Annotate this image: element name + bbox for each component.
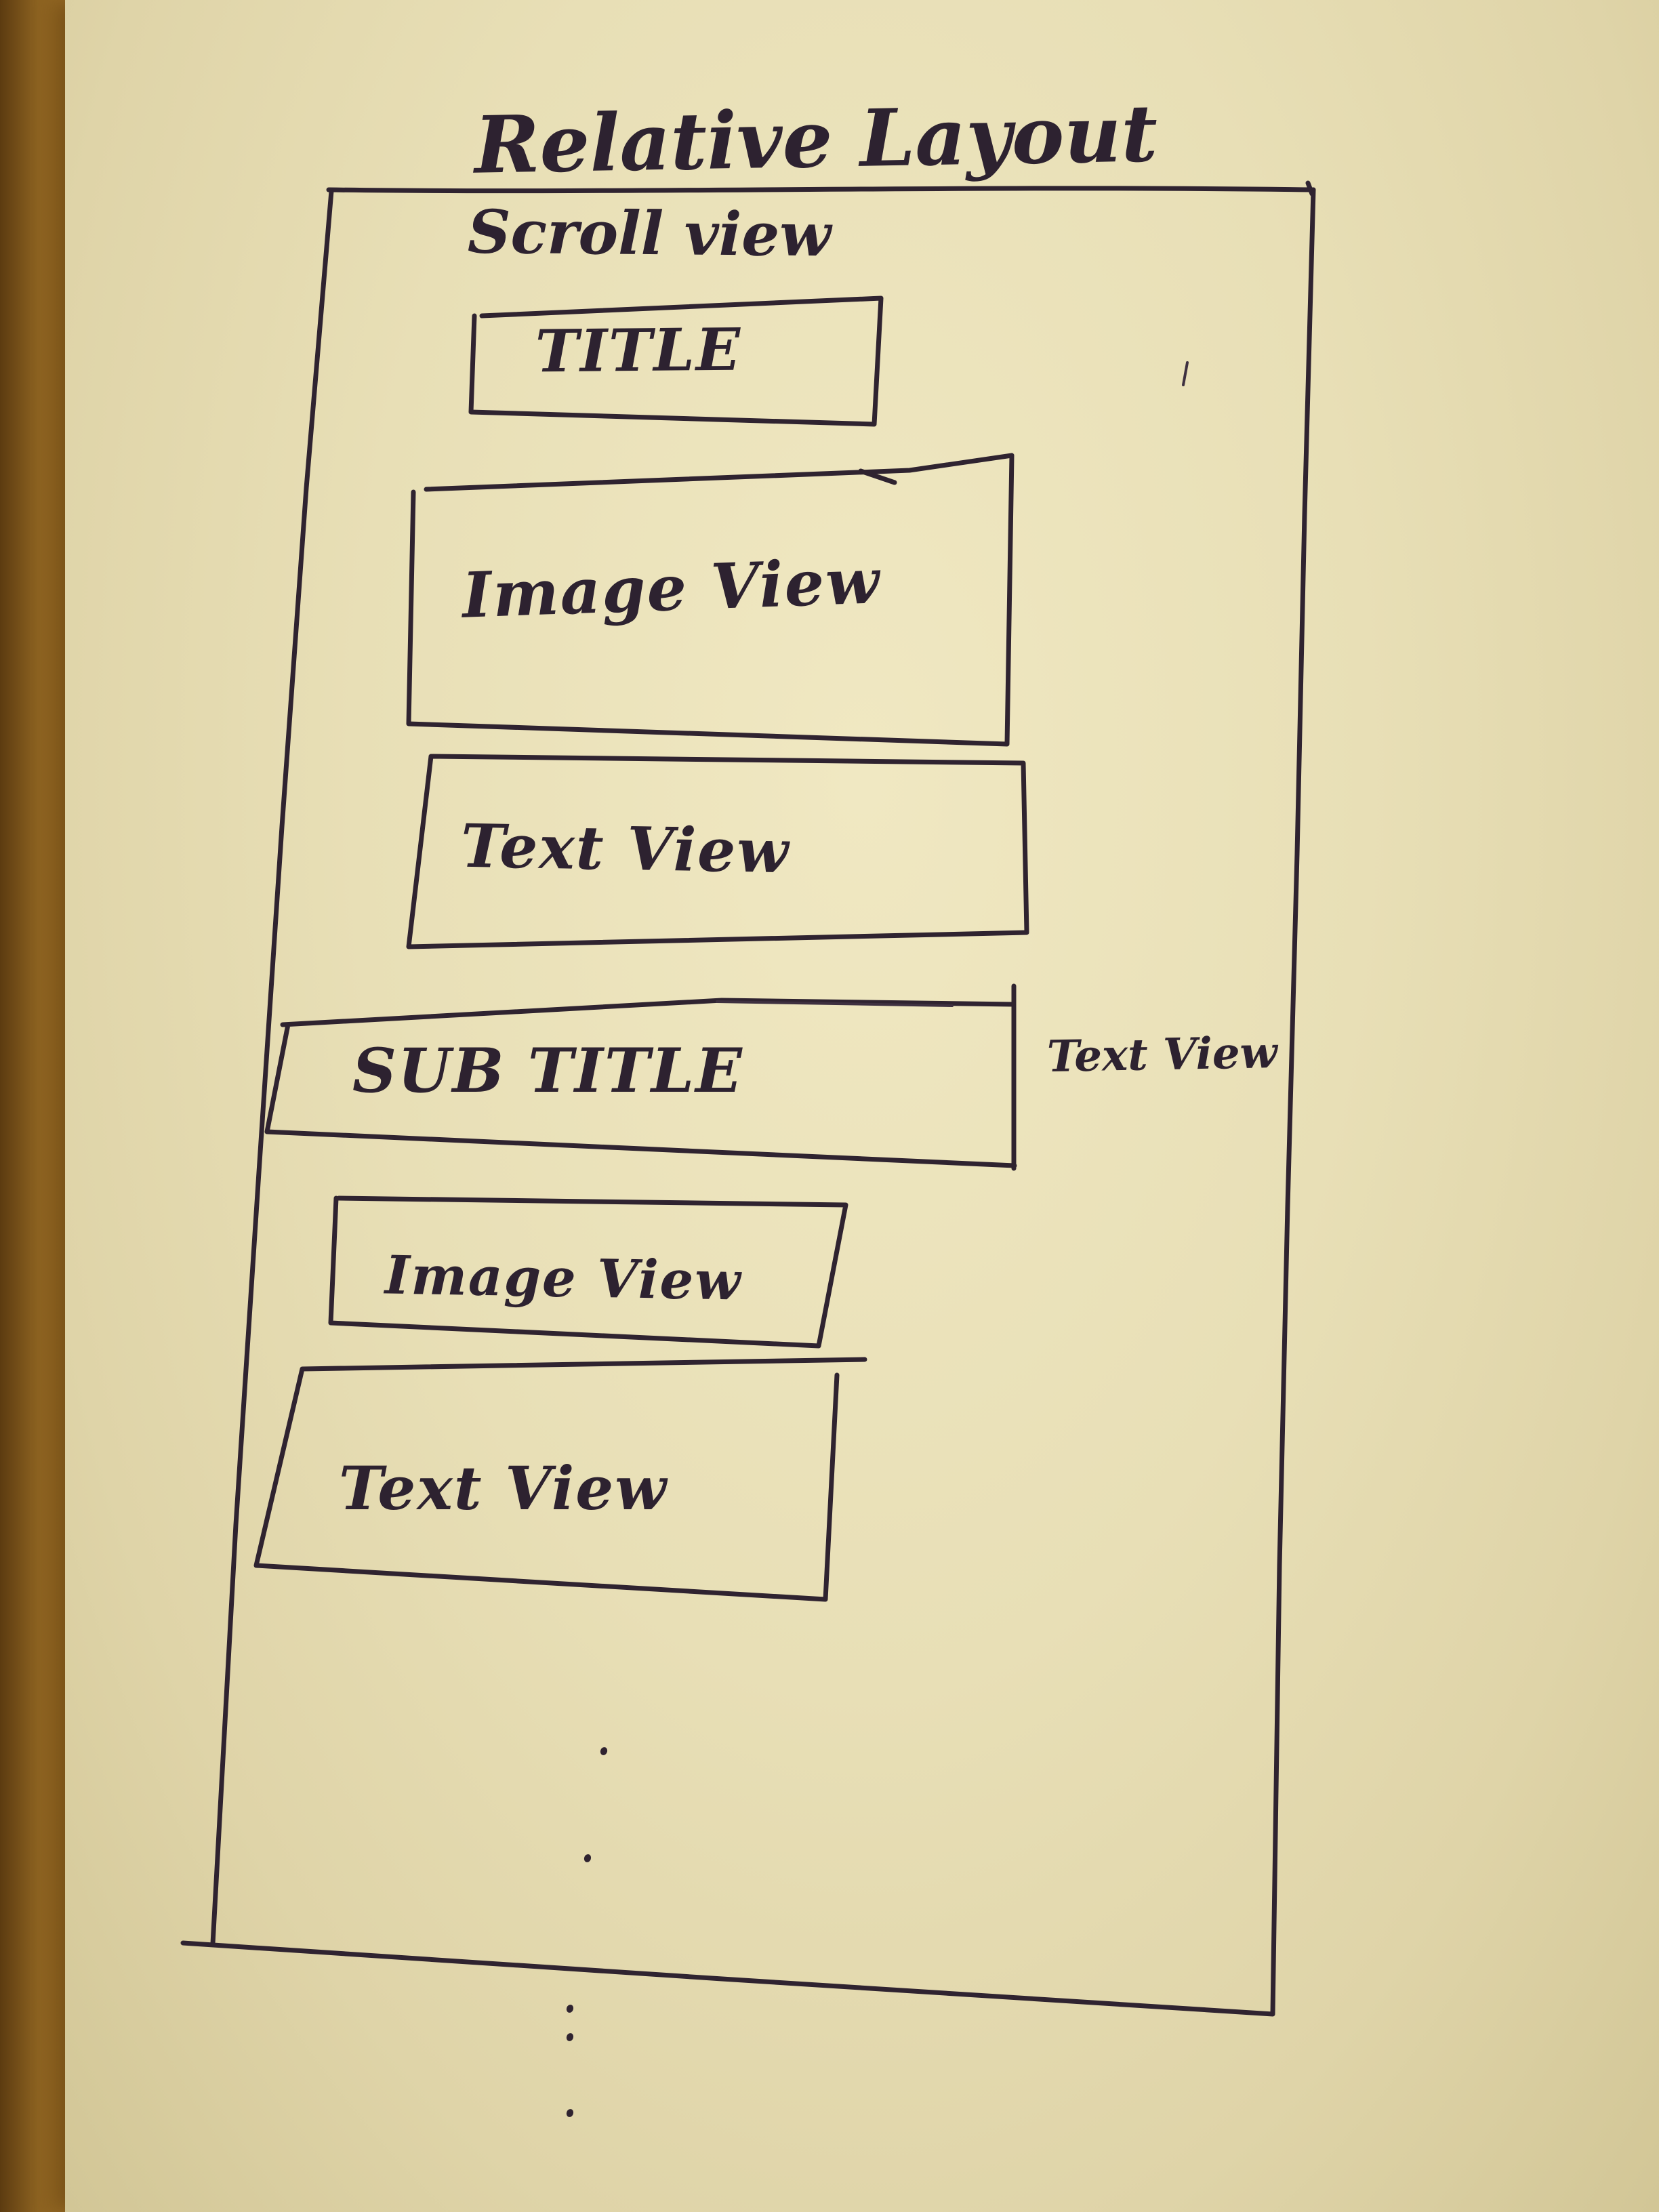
text-view-2-box [253,1357,867,1602]
text-view-1-box [406,754,1029,949]
title-box [468,295,884,427]
paper-sheet [65,0,1659,2212]
image-view-1-box [406,453,1015,747]
side-text-view-label: Text View [1046,1027,1278,1082]
image-view-2-box [328,1195,848,1349]
scroll-view-label: Scroll view [467,196,832,270]
image-view-1-label: Image View [461,544,882,632]
relative-layout-container [180,187,1316,2017]
subtitle-box [264,983,1017,1171]
relative-layout-underline [326,186,1316,194]
subtitle-label: SUB TITLE [352,1035,743,1107]
corner-mark [1305,180,1315,197]
image-view-2-label: Image View [384,1244,743,1313]
title-label: TITLE [535,315,742,386]
text-view-2-label: Text View [339,1453,668,1523]
right-small-mark [1182,361,1189,386]
subtitle-inner-line [716,1000,954,1007]
text-view-1-label: Text View [460,810,790,887]
relative-layout-label: Relative Layout [473,87,1159,192]
